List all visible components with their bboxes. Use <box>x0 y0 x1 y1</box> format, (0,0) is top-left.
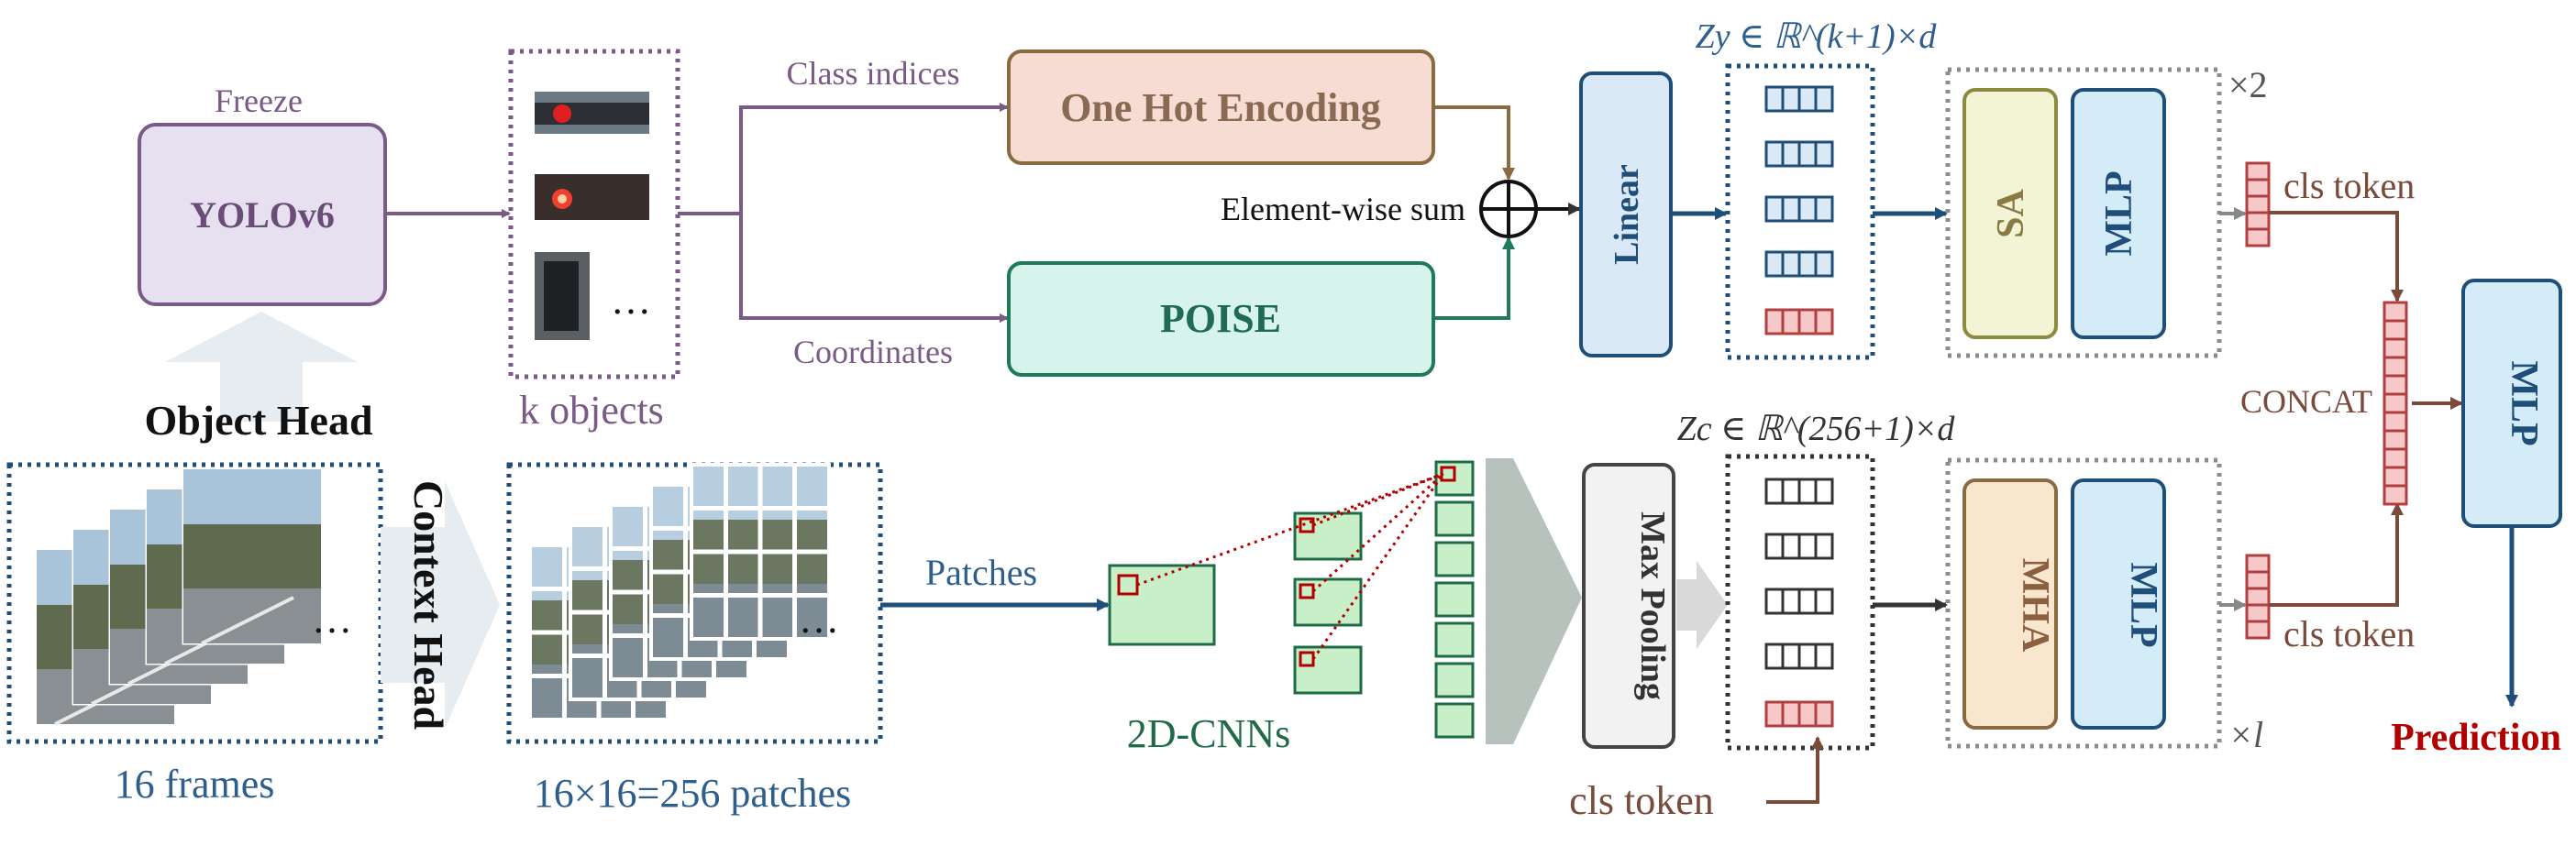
cnn-caption: 2D-CNNs <box>1127 711 1290 756</box>
class-indices-label: Class indices <box>787 55 960 92</box>
cnn-to-pool-arrow <box>1486 458 1582 744</box>
zy-cls-token <box>1764 308 1834 335</box>
element-wise-sum-label: Element-wise sum <box>1221 191 1465 227</box>
zc-token <box>1764 533 1834 560</box>
poise-to-sum-arrow <box>1433 236 1515 320</box>
poise-label: POISE <box>1160 296 1281 341</box>
context-head-arrow <box>381 481 500 729</box>
object-repeat-label: ×2 <box>2228 64 2268 105</box>
zc-tokens <box>1764 478 1834 728</box>
cnn-feature-cell <box>1434 500 1475 537</box>
linear-label: Linear <box>1608 164 1646 265</box>
object-mlp-label: MLP <box>2098 170 2140 256</box>
patches-caption: 16×16=256 patches <box>534 771 852 816</box>
k-objects-caption: k objects <box>519 388 664 433</box>
class-indices-arrow <box>739 103 1009 214</box>
context-cls-token <box>2245 554 2271 640</box>
zc-token <box>1764 643 1834 670</box>
max-pooling-label: Max Pooling <box>1633 511 1672 700</box>
zy-token <box>1764 85 1834 113</box>
cnn-feature-cell <box>1434 541 1475 577</box>
objects-box <box>508 49 680 379</box>
objects-ellipsis: … <box>611 278 651 323</box>
object-head-label: Object Head <box>144 397 373 444</box>
cnn-feature-cell <box>1434 702 1475 739</box>
zy-label: Zy ∈ ℝ^(k+1)×d <box>1696 17 1938 56</box>
object-head-arrow <box>165 312 358 422</box>
context-cls-token-label: cls token <box>2283 613 2415 654</box>
context-mlp-label: MLP <box>2122 562 2164 647</box>
concat-token-stack <box>2383 301 2408 506</box>
cnn-feature-cell <box>1434 662 1475 698</box>
final-mlp-label: MLP <box>2503 360 2545 445</box>
frame-stack <box>35 467 323 726</box>
zy-token <box>1764 195 1834 223</box>
zc-token <box>1764 588 1834 615</box>
freeze-label: Freeze <box>215 82 303 119</box>
sa-label: SA <box>1990 188 2032 237</box>
patches-ellipsis: … <box>799 597 839 642</box>
object-cls-token-label: cls token <box>2283 165 2415 206</box>
sa-box <box>1962 88 2058 339</box>
concat-label: CONCAT <box>2240 383 2372 420</box>
cls-token-input-arrow <box>1766 736 1824 804</box>
one-hot-to-sum-arrow <box>1433 105 1515 181</box>
object-mlp-box <box>2071 88 2166 339</box>
max-pooling-box <box>1582 463 1675 749</box>
prediction-label: Prediction <box>2391 717 2561 759</box>
context-mlp-box <box>2071 478 2166 730</box>
zc-token-box <box>1725 454 1875 751</box>
object-cls-cells <box>2245 161 2271 247</box>
context-repeat-label: ×l <box>2228 714 2263 755</box>
frames-box <box>6 462 383 744</box>
cnn-illustration <box>1108 460 1475 739</box>
coordinates-label: Coordinates <box>793 334 953 370</box>
zc-cls-token <box>1764 700 1834 728</box>
patch-stack <box>528 463 831 721</box>
zy-tokens <box>1764 85 1834 335</box>
zy-token-box <box>1725 63 1875 360</box>
cnn-feature-cell <box>1434 581 1475 618</box>
zc-label: Zc ∈ ℝ^(256+1)×d <box>1677 410 1956 448</box>
mha-label: MHA <box>2014 558 2056 653</box>
video-frame <box>182 467 323 645</box>
frames-caption: 16 frames <box>115 762 275 807</box>
one-hot-encoding-label: One Hot Encoding <box>1060 85 1381 130</box>
mha-box <box>1962 478 2058 730</box>
cnn-feature-cell <box>1434 621 1475 658</box>
context-cls-to-concat-arrow <box>2269 502 2404 607</box>
zy-token <box>1764 140 1834 168</box>
concat-cells <box>2383 301 2408 506</box>
cls-token-bottom-label: cls token <box>1569 778 1714 823</box>
zc-token <box>1764 478 1834 505</box>
frames-ellipsis: … <box>312 597 352 642</box>
yolo-label: YOLOv6 <box>190 194 335 236</box>
context-head-label: Context Head <box>405 480 452 731</box>
object-cls-to-concat-arrow <box>2269 211 2404 302</box>
context-cls-cells <box>2245 554 2271 640</box>
patches-label: Patches <box>925 552 1037 593</box>
object-crop-2 <box>535 174 649 220</box>
patch-frame <box>690 463 831 641</box>
object-cls-token <box>2245 161 2271 247</box>
pool-to-zc-arrow <box>1676 561 1728 649</box>
zy-token <box>1764 250 1834 278</box>
coordinates-arrow <box>739 214 1009 323</box>
